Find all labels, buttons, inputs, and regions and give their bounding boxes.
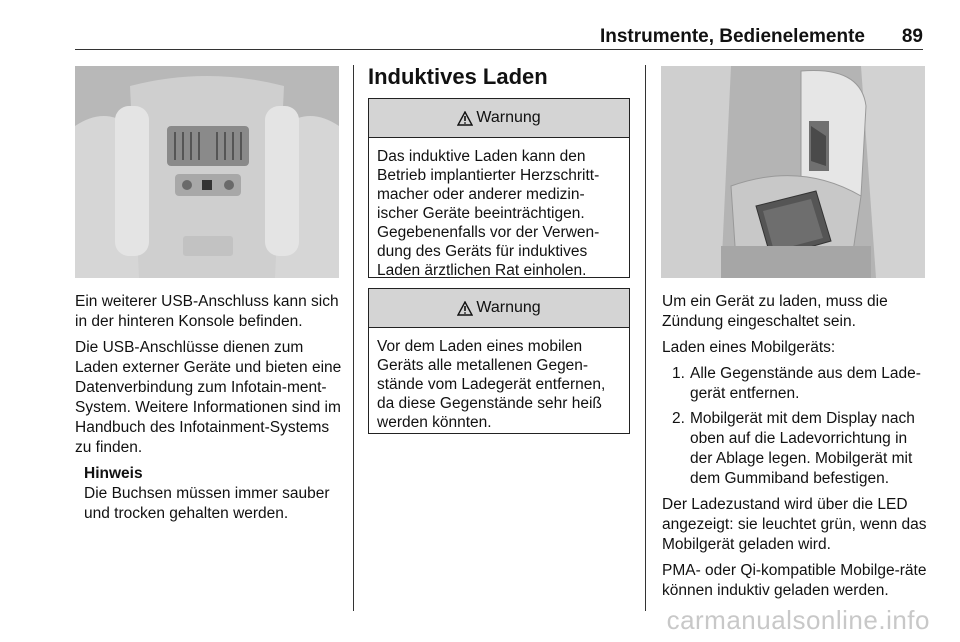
charging-intro: Laden eines Mobilgeräts: (662, 339, 836, 356)
header-title: Instrumente, Bedienelemente (599, 26, 865, 47)
warning-box-1: Warnung Das induktive Laden kann den Bet… (368, 98, 630, 279)
charging-steps: 1. Alle Gegenstände aus dem Lade-gerät e… (662, 364, 930, 489)
warning-box-2: Warnung Vor dem Laden eines mobilen Gerä… (368, 288, 630, 434)
usb-description-paragraph: Die USB-Anschlüsse dienen zum Laden exte… (75, 339, 342, 456)
step-number: 2. (672, 410, 685, 427)
hint-text: Die Buchsen müssen immer sauber und troc… (84, 485, 330, 522)
section-title: Induktives Laden (368, 64, 548, 89)
watermark: carmanualsonline.info (666, 605, 930, 635)
step-text: Mobilgerät mit dem Display nach oben auf… (690, 410, 915, 487)
step-number: 1. (672, 365, 685, 382)
column-divider-right (645, 65, 646, 611)
warning-label-1: Warnung (476, 109, 541, 126)
led-paragraph: Der Ladezustand wird über die LED angeze… (662, 496, 927, 553)
page-number: 89 (901, 26, 923, 47)
rear-console-photo (75, 66, 339, 278)
warning-triangle-icon (457, 110, 474, 126)
hint-title: Hinweis (84, 465, 143, 482)
left-column: Ein weiterer USB-Anschluss kann sich in … (75, 292, 345, 524)
hint-block: Hinweis Die Buchsen müssen immer sauber … (84, 464, 345, 524)
list-item: 2. Mobilgerät mit dem Display nach oben … (662, 409, 930, 489)
usb-info-paragraph: Ein weiterer USB-Anschluss kann sich in … (75, 293, 339, 330)
warning-header-2: Warnung (369, 289, 629, 328)
charging-tray-photo (661, 66, 925, 278)
warning-header-1: Warnung (369, 99, 629, 138)
page-header: Instrumente, Bedienelemente 89 (75, 25, 923, 50)
warning-text-1: Das induktive Laden kann den Betrieb imp… (377, 148, 600, 279)
warning-label-2: Warnung (476, 299, 541, 316)
compatibility-paragraph: PMA- oder Qi-kompatible Mobilge-räte kön… (662, 562, 927, 599)
warning-text-2: Vor dem Laden eines mobilen Geräts alle … (377, 338, 606, 431)
column-divider-left (353, 65, 354, 611)
list-item: 1. Alle Gegenstände aus dem Lade-gerät e… (662, 364, 930, 404)
warning-triangle-icon (457, 300, 474, 316)
step-text: Alle Gegenstände aus dem Lade-gerät entf… (690, 365, 921, 402)
right-column: Um ein Gerät zu laden, muss die Zündung … (662, 292, 930, 607)
ignition-paragraph: Um ein Gerät zu laden, muss die Zündung … (662, 293, 888, 330)
